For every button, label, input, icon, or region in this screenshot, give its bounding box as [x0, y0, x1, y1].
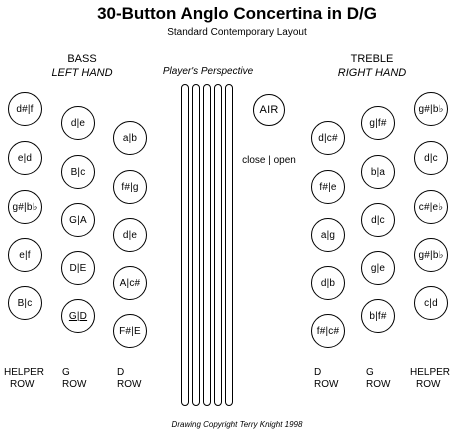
- left-hand-label: LEFT HAND: [51, 67, 113, 79]
- button-left-helper-4[interactable]: e|f: [8, 238, 42, 272]
- air-label: AIR: [259, 104, 279, 116]
- button-note-label: g|e: [370, 262, 386, 274]
- button-left-helper-3[interactable]: g#|b♭: [8, 190, 42, 224]
- button-note-label: b|a: [370, 166, 386, 178]
- button-right-helper-2[interactable]: d|c: [414, 141, 448, 175]
- button-note-label: d|e: [70, 117, 86, 129]
- treble-heading: TREBLE RIGHT HAND: [317, 52, 427, 80]
- bellows-fold-4: [214, 84, 222, 406]
- button-note-label: a|b: [122, 132, 138, 144]
- button-right-d-5[interactable]: f#|c#: [311, 314, 345, 348]
- button-right-d-1[interactable]: d|c#: [311, 121, 345, 155]
- button-note-label: d|c: [371, 214, 385, 226]
- button-left-helper-1[interactable]: d#|f: [8, 92, 42, 126]
- perspective-label: Player's Perspective: [162, 66, 254, 77]
- bellows-fold-3: [203, 84, 211, 406]
- button-note-label: c#|e♭: [418, 201, 444, 213]
- button-note-label: a|g: [320, 229, 336, 241]
- button-note-label: g#|b♭: [418, 103, 444, 115]
- air-button[interactable]: AIR: [253, 94, 285, 126]
- treble-label: TREBLE: [350, 53, 394, 65]
- button-left-d-4[interactable]: A|c#: [113, 266, 147, 300]
- button-right-helper-4[interactable]: g#|b♭: [414, 238, 448, 272]
- bass-label: BASS: [67, 53, 97, 65]
- button-note-label: d|e: [122, 229, 138, 241]
- button-note-label: f#|g: [121, 181, 139, 193]
- button-left-helper-5[interactable]: B|c: [8, 286, 42, 320]
- button-left-d-3[interactable]: d|e: [113, 218, 147, 252]
- button-right-helper-3[interactable]: c#|e♭: [414, 190, 448, 224]
- button-note-label: e|f: [19, 249, 31, 261]
- button-note-label: d|b: [320, 277, 336, 289]
- button-note-label: g#|b♭: [418, 249, 444, 261]
- button-left-g-1[interactable]: d|e: [61, 106, 95, 140]
- button-left-d-2[interactable]: f#|g: [113, 170, 147, 204]
- bellows-fold-5: [225, 84, 233, 406]
- button-note-label: g#|b♭: [12, 201, 38, 213]
- button-right-d-2[interactable]: f#|e: [311, 170, 345, 204]
- button-note-label: c|d: [424, 297, 438, 309]
- button-note-label: D|E: [69, 262, 87, 274]
- button-right-helper-5[interactable]: c|d: [414, 286, 448, 320]
- button-note-label: B|c: [17, 297, 33, 309]
- diagram-title: 30-Button Anglo Concertina in D/G: [97, 4, 377, 23]
- bass-heading: BASS LEFT HAND: [27, 52, 137, 80]
- bellows-fold-2: [192, 84, 200, 406]
- button-note-label: F#|E: [119, 325, 141, 337]
- button-note-label: G|A: [69, 214, 87, 226]
- button-right-g-4[interactable]: g|e: [361, 251, 395, 285]
- button-right-d-3[interactable]: a|g: [311, 218, 345, 252]
- copyright-note: Drawing Copyright Terry Knight 1998: [171, 420, 303, 429]
- button-left-d-5[interactable]: F#|E: [113, 314, 147, 348]
- button-right-helper-1[interactable]: g#|b♭: [414, 92, 448, 126]
- button-note-label: d|c: [424, 152, 438, 164]
- diagram-subtitle: Standard Contemporary Layout: [167, 27, 307, 38]
- button-note-label: b|f#: [369, 310, 387, 322]
- button-note-label: d#|f: [16, 103, 34, 115]
- button-left-g-2[interactable]: B|c: [61, 155, 95, 189]
- button-note-label: e|d: [17, 152, 33, 164]
- right-hand-label: RIGHT HAND: [337, 67, 407, 79]
- button-left-g-5[interactable]: G|D: [61, 299, 95, 333]
- button-note-label: G|D: [68, 310, 88, 322]
- button-right-g-5[interactable]: b|f#: [361, 299, 395, 333]
- button-right-g-2[interactable]: b|a: [361, 155, 395, 189]
- button-right-g-3[interactable]: d|c: [361, 203, 395, 237]
- button-right-g-1[interactable]: g|f#: [361, 106, 395, 140]
- button-note-label: f#|c#: [316, 325, 340, 337]
- button-note-label: B|c: [70, 166, 86, 178]
- button-left-g-4[interactable]: D|E: [61, 251, 95, 285]
- press-direction-note: close | open: [242, 155, 296, 166]
- bellows-fold-1: [181, 84, 189, 406]
- button-left-g-3[interactable]: G|A: [61, 203, 95, 237]
- button-note-label: g|f#: [369, 117, 387, 129]
- button-left-d-1[interactable]: a|b: [113, 121, 147, 155]
- button-left-helper-2[interactable]: e|d: [8, 141, 42, 175]
- button-note-label: f#|e: [319, 181, 337, 193]
- button-note-label: A|c#: [119, 277, 141, 289]
- button-right-d-4[interactable]: d|b: [311, 266, 345, 300]
- button-note-label: d|c#: [318, 132, 338, 144]
